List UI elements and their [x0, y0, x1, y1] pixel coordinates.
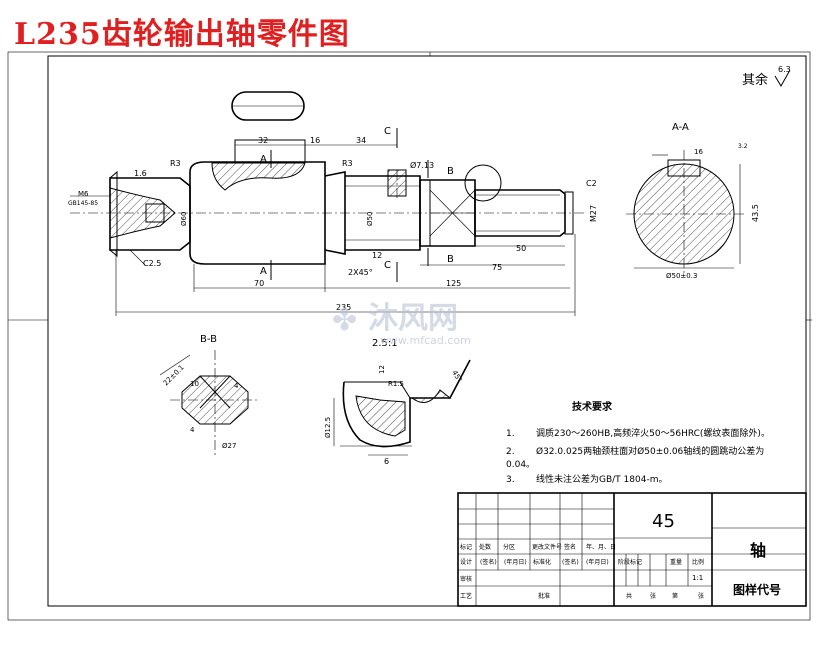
dim-m27: M27: [589, 205, 598, 222]
title-row-headers: 标记 处数 分区 更改文件号 签名 年、月、日: [460, 543, 616, 551]
roughness-label: 其余: [742, 72, 768, 88]
dim-2x45: 2X45°: [348, 268, 373, 277]
sheet-border: [7, 51, 812, 621]
stage-mark: 阶段标记: [618, 558, 642, 566]
tech-item-3-num: 3.: [506, 475, 515, 485]
roughness-note: 其余 6.3: [742, 65, 791, 88]
scale-value: 1:1: [692, 574, 703, 582]
drawing-no-label: 图样代号: [733, 582, 781, 597]
bb-dim-10: 10: [190, 380, 199, 388]
dim-12: 12: [372, 251, 382, 260]
row-review: 审核: [460, 575, 472, 583]
tech-item-1-num: 1.: [506, 429, 515, 439]
main-dimension-labels: 32 16 34 70 125 235 50 75 R3 R3 C2 C2.5 …: [68, 126, 598, 312]
title-row-design: 设计 (签名) (年月日) 标准化 (签名) (年月日): [460, 558, 609, 566]
bb-dim-4: 4: [234, 382, 239, 390]
row-design-sign: (签名): [480, 558, 497, 566]
dim-125: 125: [446, 279, 461, 288]
cut-label-b-bottom: B: [447, 254, 454, 265]
aa-dim-43-5: 43.5: [751, 204, 760, 222]
bb-dim-4b: 4: [190, 426, 195, 434]
detail-phi: Ø12.5: [324, 417, 332, 438]
hdr-count: 处数: [479, 543, 491, 551]
sheet-no-unit: 张: [698, 592, 704, 600]
tech-heading: 技术要求: [572, 400, 613, 413]
sheet-total-unit: 张: [650, 592, 656, 600]
dim-1-6: 1.6: [134, 169, 147, 178]
dim-gb: GB145-85: [68, 200, 98, 207]
tech-item-2: Ø32.0.025两轴颈柱面对Ø50±0.06轴线的圆跳动公差为: [536, 445, 764, 457]
row-standard-date: (年月日): [586, 558, 609, 566]
watermark-logo-icon: ✤: [332, 303, 357, 338]
dim-c2-5: C2.5: [143, 259, 161, 268]
part-name: 轴: [750, 541, 766, 560]
dim-235: 235: [336, 303, 351, 312]
tech-item-2b: 0.04。: [506, 460, 535, 470]
dim-m6: M6: [78, 190, 89, 198]
cut-label-c-bottom: C: [384, 260, 391, 271]
dim-phi50: Ø50: [366, 212, 374, 226]
roughness-value: 6.3: [778, 65, 791, 74]
tech-item-3: 线性未注公差为GB/T 1804-m。: [536, 473, 667, 485]
technical-requirements: 技术要求 1. 调质230～260HB,高频淬火50～56HRC(螺纹表面除外)…: [506, 400, 770, 485]
row-standard-sign: (签名): [562, 558, 579, 566]
section-bb: B-B 22±0.1 10 4 4 Ø27: [159, 334, 260, 455]
dim-r3-right: R3: [342, 159, 353, 168]
bb-dim-22: 22±0.1: [162, 363, 186, 387]
hdr-date: 年、月、日: [586, 543, 616, 551]
cut-label-a-bottom: A: [260, 266, 267, 277]
hdr-change-doc: 更改文件号: [532, 543, 562, 551]
hdr-zone: 分区: [503, 543, 515, 551]
row-design-date: (年月日): [504, 558, 527, 566]
material: 45: [652, 511, 675, 532]
dim-phi60: Ø60: [180, 212, 188, 226]
dim-70: 70: [254, 279, 264, 288]
hdr-sign: 签名: [564, 543, 576, 551]
section-bb-label: B-B: [200, 334, 217, 345]
aa-dim-16: 16: [694, 148, 703, 156]
stage-weight: 重量: [670, 558, 682, 566]
hdr-mark: 标记: [460, 543, 472, 551]
dim-r3-left: R3: [170, 159, 181, 168]
dim-c2: C2: [586, 179, 597, 188]
detail-scale-label: 2.5:1: [372, 338, 398, 349]
watermark: ✤ 沐风网 www.mfcad.com: [332, 301, 471, 347]
bb-dim-phi27: Ø27: [222, 442, 236, 450]
shaft-main-view: [70, 91, 585, 282]
dim-75: 75: [492, 263, 502, 272]
drawing-title: L235齿轮输出轴零件图: [14, 17, 350, 52]
aa-dim-3-2: 3.2: [738, 143, 748, 150]
title-block: 45 轴 图样代号 标记 处数 分区 更改文件号 签名 年、月、日 设计 (签名…: [457, 492, 807, 607]
tech-item-2-num: 2.: [506, 447, 515, 457]
dim-34: 34: [356, 136, 366, 145]
detail-6: 6: [384, 457, 389, 466]
detail-12: 12: [378, 365, 386, 374]
dim-phi73: Ø7.13: [410, 160, 434, 170]
detail-45: 45°: [450, 369, 463, 384]
detail-r1-5: R1.5: [388, 380, 404, 388]
cut-label-c-top: C: [384, 126, 391, 137]
section-aa: A-A 16 3.2 43.5 Ø50±0.3: [626, 122, 760, 280]
sheet-total: 共: [626, 592, 632, 600]
dim-32: 32: [258, 136, 268, 145]
row-standard: 标准化: [533, 558, 551, 566]
sheet-no: 第: [672, 592, 678, 600]
stage-scale: 比例: [692, 558, 704, 566]
row-approve: 批准: [538, 592, 550, 600]
watermark-url: www.mfcad.com: [380, 334, 471, 347]
row-design: 设计: [460, 558, 472, 566]
row-process: 工艺: [460, 592, 472, 600]
dim-50: 50: [516, 244, 526, 253]
detail-view: 2.5:1 R1.5 12 6 Ø12.5 45°: [324, 338, 471, 466]
watermark-text: 沐风网: [368, 301, 458, 336]
dim-16: 16: [310, 136, 320, 145]
section-aa-label: A-A: [672, 122, 689, 133]
tech-item-1: 调质230～260HB,高频淬火50～56HRC(螺纹表面除外)。: [536, 427, 770, 439]
main-dimensions: [70, 144, 576, 316]
cut-label-b-top: B: [447, 166, 454, 177]
cut-label-a-top: A: [260, 154, 267, 165]
aa-dim-phi: Ø50±0.3: [666, 272, 697, 280]
